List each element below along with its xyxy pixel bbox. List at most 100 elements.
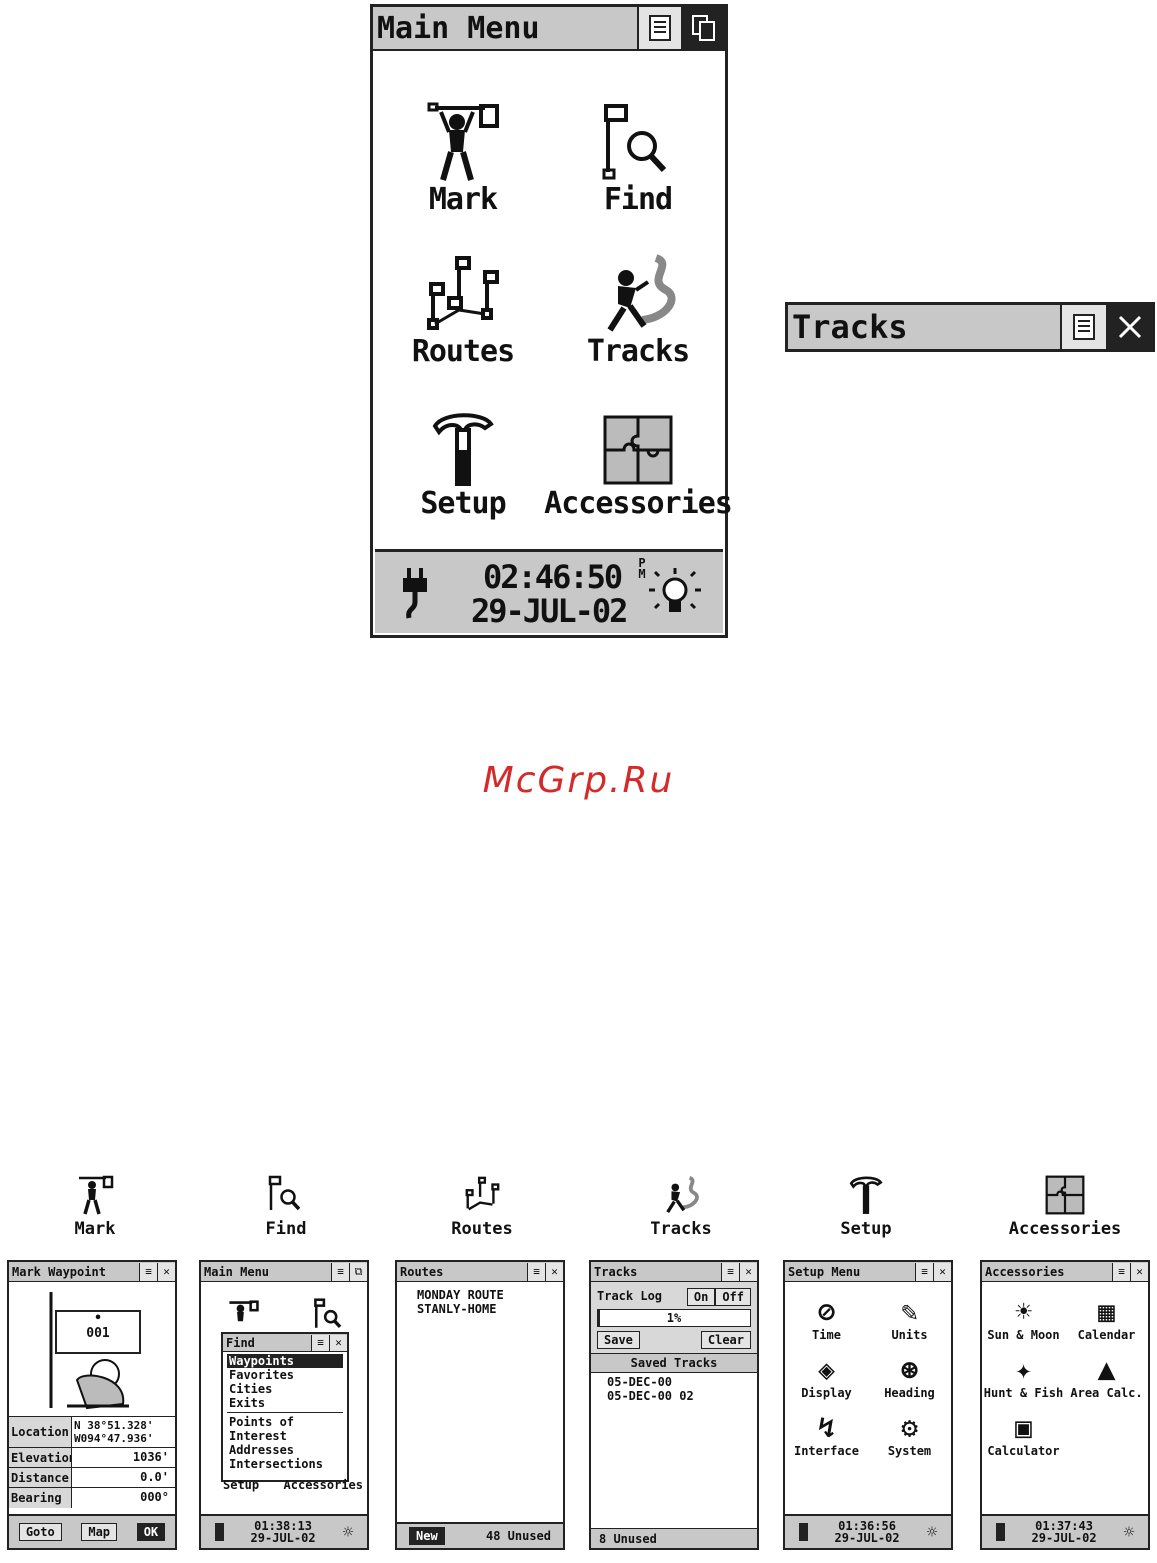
page-switch-button[interactable] xyxy=(681,7,725,49)
menu-item-find[interactable]: Find xyxy=(553,77,723,217)
pages-icon xyxy=(692,15,715,41)
accessory-item-sun-moon[interactable]: ☀Sun & Moon xyxy=(982,1296,1065,1343)
find-item[interactable]: Cities xyxy=(229,1382,273,1396)
find-item[interactable]: Exits xyxy=(227,1396,343,1413)
route-item[interactable]: STANLY-HOME xyxy=(417,1302,497,1316)
saved-track-item[interactable]: 05-DEC-00 xyxy=(607,1375,673,1389)
track-log-off-button[interactable]: Off xyxy=(715,1288,751,1306)
bearing-field[interactable]: 000° xyxy=(71,1488,175,1508)
tracks-options-button[interactable] xyxy=(1060,305,1106,349)
tracks-titlebar: Tracks xyxy=(785,302,1155,352)
setup-item-time[interactable]: ⊘Time xyxy=(785,1296,868,1343)
caption-label: Mark xyxy=(74,1219,116,1239)
backlight-bulb-icon[interactable]: ☼ xyxy=(926,1521,938,1543)
menu-item-accessories[interactable]: Accessories xyxy=(544,381,733,521)
routes-icon xyxy=(427,256,499,330)
find-item[interactable]: Points of Interest xyxy=(229,1415,295,1443)
elevation-field[interactable]: 1036' xyxy=(71,1448,175,1467)
mini-title: Routes xyxy=(400,1264,444,1279)
caption-label: Find xyxy=(265,1219,307,1239)
menu-item-tracks[interactable]: Tracks xyxy=(553,229,723,369)
backlight-bulb-icon[interactable]: ☼ xyxy=(1123,1521,1135,1543)
new-route-button[interactable]: New xyxy=(409,1527,445,1545)
close-icon[interactable]: ✕ xyxy=(157,1262,175,1281)
caption-routes: Routes xyxy=(397,1175,567,1239)
close-icon[interactable]: ✕ xyxy=(545,1262,563,1281)
saved-track-item[interactable]: 05-DEC-00 02 xyxy=(607,1389,694,1403)
close-icon[interactable]: ✕ xyxy=(933,1262,951,1281)
list-icon[interactable]: ≡ xyxy=(331,1262,349,1281)
setup-item-units[interactable]: ✎Units xyxy=(868,1296,951,1343)
clear-track-button[interactable]: Clear xyxy=(700,1331,751,1349)
find-item[interactable]: Favorites xyxy=(229,1368,295,1382)
battery-icon xyxy=(214,1523,224,1541)
track-log-label: Track Log xyxy=(597,1288,663,1303)
mark-waypoint-screen: Mark Waypoint≡✕ • 001 Location N 38°51.3… xyxy=(7,1260,177,1550)
setup-item-heading[interactable]: ⊛Heading xyxy=(868,1353,951,1401)
save-track-button[interactable]: Save xyxy=(597,1331,640,1349)
caption-tracks: Tracks xyxy=(596,1175,766,1239)
mark-icon xyxy=(229,1300,259,1322)
accessory-item-hunt-fish[interactable]: ✦Hunt & Fish xyxy=(982,1354,1065,1401)
close-icon xyxy=(1118,315,1142,339)
accessory-item-label: Hunt & Fish xyxy=(983,1386,1064,1400)
list-icon[interactable]: ≡ xyxy=(311,1334,329,1351)
routes-screen: Routes≡✕ MONDAY ROUTE STANLY-HOME New 48… xyxy=(395,1260,565,1550)
track-log-on-button[interactable]: On xyxy=(686,1288,716,1306)
main-menu-titlebar: Main Menu xyxy=(373,7,725,51)
find-item[interactable]: Addresses xyxy=(229,1443,295,1457)
find-item-selected[interactable]: Waypoints xyxy=(227,1354,343,1368)
distance-field[interactable]: 0.0' xyxy=(71,1468,175,1487)
list-icon[interactable]: ≡ xyxy=(1112,1262,1130,1281)
menu-item-setup[interactable]: Setup xyxy=(378,381,548,521)
calculator-icon: ▣ xyxy=(1015,1411,1032,1444)
power-plug-icon xyxy=(403,568,427,619)
tracks-icon xyxy=(666,1176,699,1214)
menu-item-label: Find xyxy=(603,182,673,217)
close-icon[interactable]: ✕ xyxy=(739,1262,757,1281)
setup-screen: Setup Menu≡✕ ⊘Time ✎Units ◈Display ⊛Head… xyxy=(783,1260,953,1550)
tracks-close-button[interactable] xyxy=(1106,305,1152,349)
setup-item-system[interactable]: ⚙System xyxy=(868,1412,951,1459)
ok-button[interactable]: OK xyxy=(136,1523,166,1541)
close-icon[interactable]: ✕ xyxy=(329,1334,347,1351)
list-icon[interactable]: ≡ xyxy=(139,1262,157,1281)
find-screen: Main Menu≡⧉ Find≡✕ Waypoints Favorites C… xyxy=(199,1260,369,1550)
setup-item-display[interactable]: ◈Display xyxy=(785,1354,868,1401)
close-icon[interactable]: ✕ xyxy=(1130,1262,1148,1281)
map-button[interactable]: Map xyxy=(81,1523,118,1541)
accessory-item-label: Sun & Moon xyxy=(987,1328,1060,1342)
menu-item-mark[interactable]: Mark xyxy=(378,77,548,217)
menu-options-button[interactable] xyxy=(637,7,681,49)
accessory-item-label: Calculator xyxy=(987,1444,1060,1458)
caption-label: Setup xyxy=(840,1219,892,1239)
list-icon[interactable]: ≡ xyxy=(527,1262,545,1281)
accessory-item-calculator[interactable]: ▣Calculator xyxy=(982,1411,1065,1459)
location-field[interactable]: N 38°51.328' W094°47.936' xyxy=(71,1417,175,1447)
goto-button[interactable]: Goto xyxy=(18,1523,62,1541)
backlight-bulb-icon[interactable] xyxy=(647,566,703,622)
list-icon[interactable]: ≡ xyxy=(915,1262,933,1281)
route-item[interactable]: MONDAY ROUTE xyxy=(417,1288,504,1302)
list-icon[interactable]: ≡ xyxy=(721,1262,739,1281)
accessory-item-area-calc[interactable]: ▲Area Calc. xyxy=(1065,1354,1148,1401)
find-item[interactable]: Intersections xyxy=(229,1457,323,1471)
pages-icon[interactable]: ⧉ xyxy=(349,1262,367,1281)
setup-item-interface[interactable]: ↯Interface xyxy=(785,1412,868,1459)
menu-item-routes[interactable]: Routes xyxy=(378,229,548,369)
underlying-labels: Setup Accessories xyxy=(223,1478,363,1492)
location-label: Location xyxy=(11,1425,69,1439)
routes-list: MONDAY ROUTE STANLY-HOME xyxy=(397,1282,563,1316)
heading-icon: ⊛ xyxy=(901,1353,918,1386)
mark-footer: Goto Map OK xyxy=(9,1514,175,1548)
find-list: Waypoints Favorites Cities Exits Points … xyxy=(223,1352,347,1473)
bearing-row: Bearing 000° xyxy=(9,1488,175,1508)
location-row: Location N 38°51.328' W094°47.936' xyxy=(9,1417,175,1448)
clock-date: 29-JUL-02 xyxy=(471,592,628,630)
accessory-item-calendar[interactable]: ▦Calendar xyxy=(1065,1296,1148,1343)
backlight-bulb-icon[interactable]: ☼ xyxy=(342,1521,354,1543)
caption-label: Accessories xyxy=(1008,1219,1122,1239)
